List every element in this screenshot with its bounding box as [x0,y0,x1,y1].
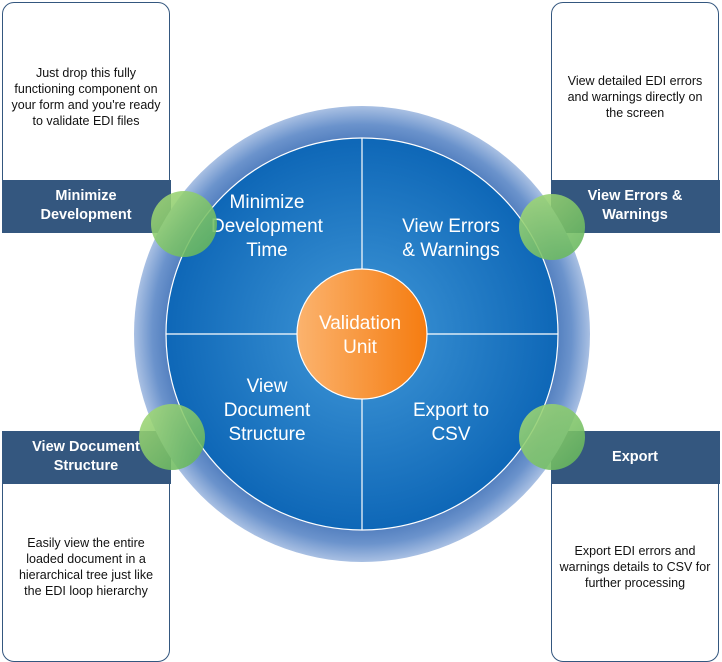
quadrant-label-line: Minimize [230,192,305,213]
quadrant-label-line: Document [224,400,311,421]
quadrant-label-line: & Warnings [402,240,500,261]
card-minimize-development: Just drop this fully functioning compone… [1,2,171,233]
card-view-document-structure: View Document Structure Easily view the … [1,430,171,662]
quadrant-label-top-right: View Errors & Warnings [402,216,500,261]
card-description: View detailed EDI errors and warnings di… [567,74,703,120]
card-description: Just drop this fully functioning compone… [11,66,161,128]
card-title: Minimize Development [1,179,171,233]
card-export: Export Export EDI errors and warnings de… [550,430,720,662]
card-view-errors-warnings: View detailed EDI errors and warnings di… [550,2,720,233]
quadrant-label-line: Development [211,216,324,237]
quadrant-label-line: CSV [431,424,470,445]
connector-dot-top-right [519,194,585,260]
card-description: Export EDI errors and warnings details t… [559,544,711,590]
quadrant-label-line: View [247,376,288,397]
quadrant-label-line: Export to [413,400,489,421]
quadrant-label-bottom-right: Export to CSV [413,400,489,445]
center-circle [296,268,428,400]
card-description: Easily view the entire loaded document i… [18,536,154,598]
connector-dot-bottom-left [139,404,205,470]
quadrant-label-line: Structure [228,424,305,445]
connector-dot-top-left [151,191,217,257]
connector-dot-bottom-right [519,404,585,470]
quadrant-label-line: View Errors [402,216,500,237]
quadrant-label-line: Time [246,240,288,261]
